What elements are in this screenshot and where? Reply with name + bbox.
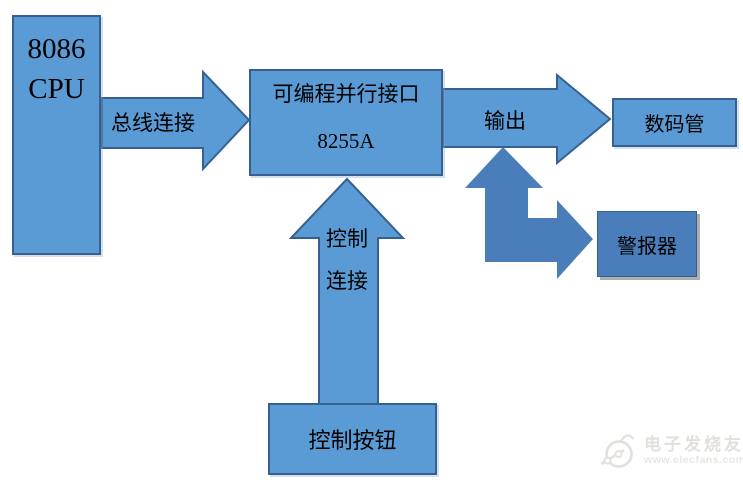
control-arrow-label: 控制 连接	[297, 218, 397, 302]
pio-box-line1: 可编程并行接口	[272, 82, 420, 106]
pio-box-line2: 8255A	[317, 129, 375, 153]
control-button-label: 控制按钮	[308, 428, 397, 453]
watermark-url: www.elecfans.com	[644, 453, 743, 466]
pio-8255a-box: 可编程并行接口 8255A	[249, 69, 443, 176]
output-arrow-label: 输出	[484, 109, 526, 133]
control-arrow-label-line2: 连接	[326, 269, 368, 293]
alarm-label: 警报器	[617, 235, 677, 258]
elecfans-logo-icon	[600, 434, 635, 468]
alarm-box: 警报器	[597, 211, 697, 277]
watermark-text: 电子发烧友 www.elecfans.com	[644, 434, 743, 466]
digital-tube-label: 数码管	[644, 114, 705, 136]
output-arrow-shape	[442, 72, 612, 166]
control-arrow-label-line1: 控制	[326, 227, 368, 251]
cpu-box: 8086 CPU	[12, 15, 101, 255]
cpu-box-line2: CPU	[28, 73, 85, 105]
control-button-box: 控制按钮	[268, 403, 437, 475]
watermark-brand: 电子发烧友	[644, 434, 743, 454]
digital-tube-box: 数码管	[612, 98, 737, 147]
bus-arrow-shape	[101, 69, 251, 172]
bus-arrow-label: 总线连接	[111, 111, 195, 135]
alarm-bent-arrow-shape	[465, 147, 593, 279]
elecfans-watermark: 电子发烧友 www.elecfans.com	[598, 428, 743, 474]
cpu-box-line1: 8086	[27, 33, 86, 65]
